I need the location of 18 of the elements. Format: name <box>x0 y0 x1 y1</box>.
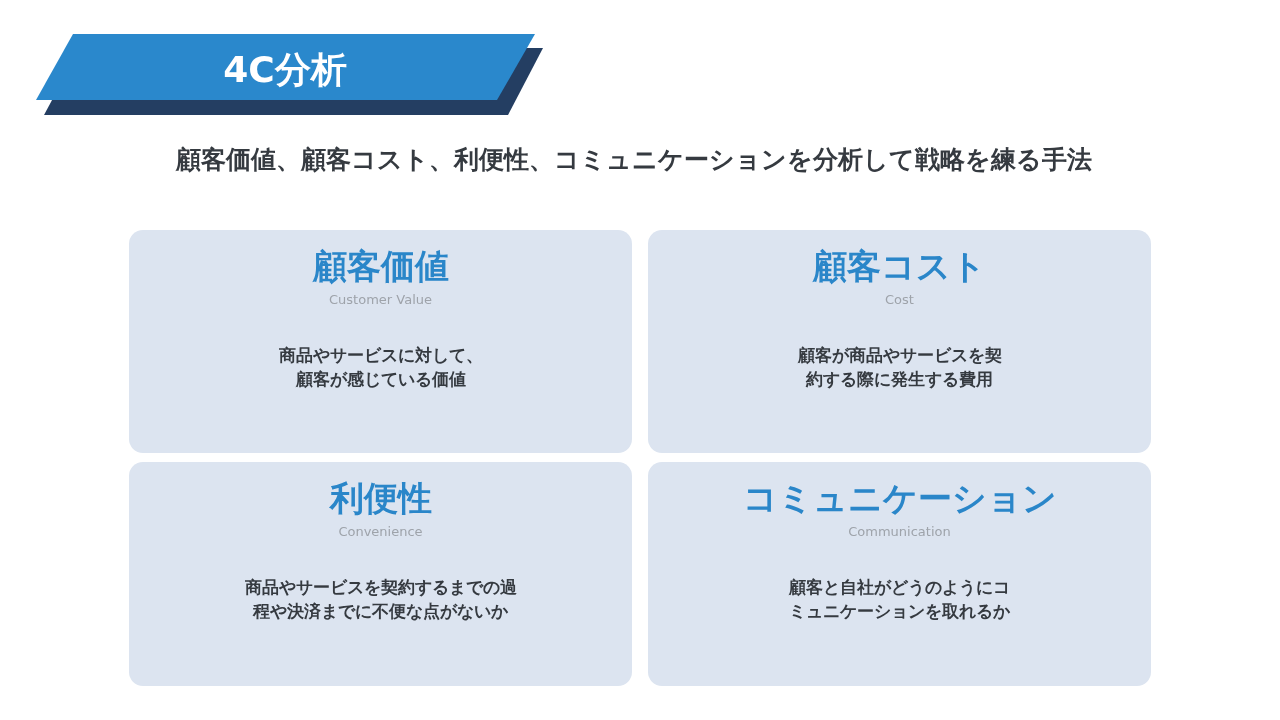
card-subheading: Cost <box>885 292 914 308</box>
subtitle: 顧客価値、顧客コスト、利便性、コミュニケーションを分析して戦略を練る手法 <box>176 144 1092 176</box>
card-description: 顧客と自社がどうのようにコミュニケーションを取れるか <box>788 577 1011 623</box>
card-description: 顧客が商品やサービスを契約する際に発生する費用 <box>796 345 1003 391</box>
card-heading: 顧客価値 <box>312 246 449 286</box>
card-heading: 利便性 <box>329 478 432 518</box>
info-card <box>648 230 1151 453</box>
card-subheading: Customer Value <box>329 292 432 308</box>
info-card <box>648 462 1151 686</box>
card-subheading: Convenience <box>338 524 423 540</box>
card-heading: コミュニケーション <box>742 478 1057 518</box>
info-card <box>129 230 632 453</box>
card-description: 商品やサービスに対して、顧客が感じている価値 <box>277 345 484 391</box>
card-description: 商品やサービスを契約するまでの過程や決済までに不便な点がないか <box>243 577 518 623</box>
card-heading: 顧客コスト <box>813 246 986 286</box>
info-card <box>129 462 632 686</box>
title: 4C分析 <box>223 48 347 92</box>
card-subheading: Communication <box>848 524 951 540</box>
